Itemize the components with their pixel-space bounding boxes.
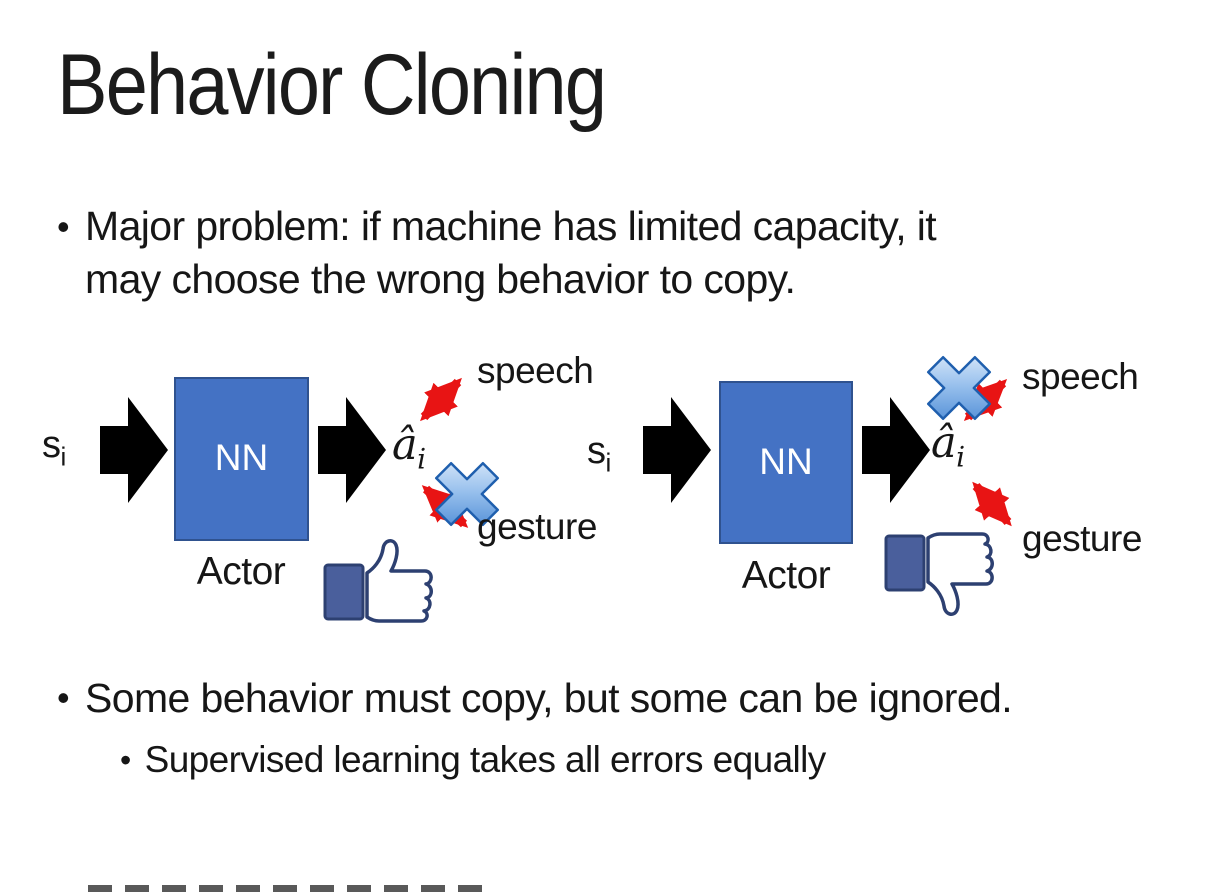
- left-actor-label: Actor: [196, 550, 286, 593]
- left-speech-label: speech: [477, 350, 594, 391]
- right-input-label: si: [587, 430, 611, 479]
- bullet-supervised-learning-text: Supervised learning takes all errors equ…: [144, 739, 827, 780]
- right-gesture-arrow-icon: [972, 481, 1012, 527]
- left-output-arrow-icon: [318, 397, 386, 503]
- right-input-arrow-icon: [643, 397, 711, 503]
- bullet-glyph: •: [57, 677, 70, 718]
- left-output-base: â: [392, 420, 418, 470]
- left-output-label: âi: [392, 420, 426, 476]
- left-input-base: s: [42, 424, 61, 466]
- bullet-major-problem: • Major problem: if machine has limited …: [57, 200, 937, 306]
- left-input-sub: i: [60, 441, 67, 472]
- slide-title: Behavior Cloning: [57, 37, 607, 133]
- thumbs-down-icon: [884, 532, 994, 616]
- right-cross-icon: [926, 355, 992, 421]
- right-nn-label: NN: [759, 440, 813, 482]
- right-input-sub: i: [605, 447, 612, 478]
- right-actor-label: Actor: [741, 554, 831, 597]
- bullet-supervised-learning: • Supervised learning takes all errors e…: [120, 736, 826, 784]
- bullet-glyph: •: [120, 742, 131, 778]
- right-gesture-label: gesture: [1022, 518, 1142, 559]
- left-nn-label: NN: [214, 437, 269, 478]
- bullet-major-problem-line1: Major problem: if machine has limited ca…: [85, 203, 937, 249]
- cut-off-text-line: [88, 885, 490, 892]
- bullet-some-behavior-text: Some behavior must copy, but some can be…: [85, 675, 1013, 721]
- bullet-major-problem-text: Major problem: if machine has limited ca…: [85, 200, 937, 306]
- left-nn-box: [174, 377, 309, 541]
- right-input-base: s: [587, 430, 606, 472]
- left-output-sub: i: [417, 442, 426, 476]
- bullet-major-problem-line2: may choose the wrong behavior to copy.: [85, 256, 796, 302]
- right-output-base: â: [931, 418, 957, 468]
- right-output-sub: i: [956, 440, 965, 474]
- left-gesture-label: gesture: [477, 506, 597, 547]
- thumbs-up-icon: [323, 539, 433, 623]
- bullet-glyph: •: [57, 206, 70, 247]
- left-input-label: si: [42, 424, 66, 473]
- right-nn-box: [719, 381, 853, 544]
- right-output-arrow-icon: [862, 397, 930, 503]
- left-cross-icon: [434, 461, 500, 527]
- left-input-arrow-icon: [100, 397, 168, 503]
- right-speech-label: speech: [1022, 356, 1139, 397]
- right-output-label: âi: [931, 418, 965, 474]
- bullet-some-behavior: • Some behavior must copy, but some can …: [57, 672, 1013, 724]
- left-speech-arrow-icon: [420, 377, 462, 422]
